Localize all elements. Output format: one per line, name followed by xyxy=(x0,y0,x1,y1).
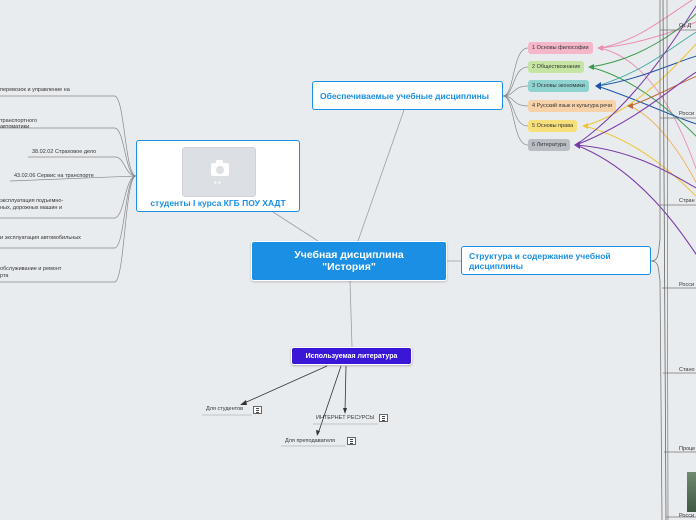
discipline-economics[interactable]: 3 Основы экономики xyxy=(528,80,589,92)
discipline-philosophy[interactable]: 1 Основы философии xyxy=(528,42,593,54)
specialty-code: 38.02.02 xyxy=(32,149,54,155)
structure-topic[interactable]: Росси xyxy=(679,513,694,519)
dots-icon: ●● xyxy=(214,180,223,186)
specialty-text: и эксплуатация автомобильных xyxy=(0,235,81,241)
literature-teachers-label: Для преподавателя xyxy=(285,438,336,444)
discipline-label: 4 Русский язык и культура речи xyxy=(532,103,613,109)
specialty-text: Сервис на транспорте xyxy=(36,173,94,179)
central-title-line2: "История" xyxy=(322,261,376,273)
central-topic[interactable]: Учебная дисциплина"История" xyxy=(251,241,447,281)
structure-topic[interactable]: Росси xyxy=(679,282,694,288)
discipline-label: 1 Основы философии xyxy=(532,45,589,51)
specialty-text: эксплуатация подъемно- xyxy=(0,198,64,204)
discipline-label: 3 Основы экономики xyxy=(532,83,585,89)
discipline-law[interactable]: 5 Основы права xyxy=(528,120,578,132)
literature-students[interactable]: Для студентов xyxy=(206,406,243,412)
specialty-text-line2: автоматики xyxy=(0,124,30,130)
specialty-code: 43.02.06 xyxy=(14,173,36,179)
notes-icon[interactable] xyxy=(253,406,262,414)
disciplines-node-label: Обеспечиваемые учебные дисциплины xyxy=(320,90,490,101)
discipline-label: 2 Обществознание xyxy=(532,64,581,70)
specialty-item[interactable]: эксплуатация подъемно-ных, дорожных маши… xyxy=(0,198,63,212)
notes-icon[interactable] xyxy=(379,414,388,422)
discipline-social-studies[interactable]: 2 Обществознание xyxy=(528,61,585,73)
disciplines-node[interactable]: Обеспечиваемые учебные дисциплины xyxy=(312,81,503,110)
literature-internet-label: ИНТЕРНЕТ РЕСУРСЫ xyxy=(316,415,375,421)
specialty-item[interactable]: 38.02.02 Страховое дело xyxy=(32,149,96,155)
camera-icon xyxy=(211,160,229,176)
notes-icon[interactable] xyxy=(347,437,356,445)
structure-topic-label: Проце xyxy=(679,446,696,452)
specialty-item[interactable]: перевозок и управление на xyxy=(0,87,70,93)
structure-topic[interactable]: От Д xyxy=(679,23,691,29)
specialty-text: перевозок и управление на xyxy=(0,87,70,93)
literature-students-label: Для студентов xyxy=(206,406,244,412)
literature-teachers[interactable]: Для преподавателя xyxy=(285,438,335,444)
specialty-item[interactable]: и эксплуатация автомобильных xyxy=(0,235,81,241)
image-placeholder: ●● xyxy=(182,147,256,197)
specialty-text-line2: рта xyxy=(0,273,9,279)
structure-topic[interactable]: Стран xyxy=(679,198,695,204)
specialty-text-line2: ных, дорожных машин и xyxy=(0,205,63,211)
discipline-label: 5 Основы права xyxy=(532,123,574,129)
structure-topic-label: Росси xyxy=(679,282,695,288)
literature-node[interactable]: Используемая литература xyxy=(291,347,412,365)
specialty-text: Страховое дело xyxy=(54,149,97,155)
literature-node-label: Используемая литература xyxy=(305,352,398,360)
structure-topic[interactable]: Росси xyxy=(679,111,694,117)
structure-topic[interactable]: Стано xyxy=(679,367,695,373)
specialty-item[interactable]: 43.02.06 Сервис на транспорте xyxy=(14,173,94,179)
structure-topic-label: Росси xyxy=(679,513,695,519)
structure-node-label: Структура и содержание учебной дисциплин… xyxy=(469,250,611,271)
discipline-literature[interactable]: 6 Литература xyxy=(528,139,571,151)
central-title-line1: Учебная дисциплина xyxy=(294,249,404,261)
structure-topic[interactable]: Проце xyxy=(679,446,695,452)
structure-topic-label: Стано xyxy=(679,367,695,373)
discipline-label: 6 Литература xyxy=(532,142,567,148)
students-node[interactable]: ●● студенты I курса КГБ ПОУ ХАДТ xyxy=(136,140,300,212)
topic-image-thumbnail xyxy=(687,472,696,512)
specialty-text: транспортного xyxy=(0,118,37,124)
structure-topic-label: Стран xyxy=(679,198,695,204)
literature-internet[interactable]: ИНТЕРНЕТ РЕСУРСЫ xyxy=(316,415,374,421)
structure-topic-label: Росси xyxy=(679,111,695,117)
specialty-text: обслуживание и ремонт xyxy=(0,266,62,272)
structure-topic-label: От Д xyxy=(679,23,692,29)
structure-node[interactable]: Структура и содержание учебной дисциплин… xyxy=(461,246,651,275)
students-node-label: студенты I курса КГБ ПОУ ХАДТ xyxy=(150,198,286,208)
discipline-russian[interactable]: 4 Русский язык и культура речи xyxy=(528,100,617,112)
